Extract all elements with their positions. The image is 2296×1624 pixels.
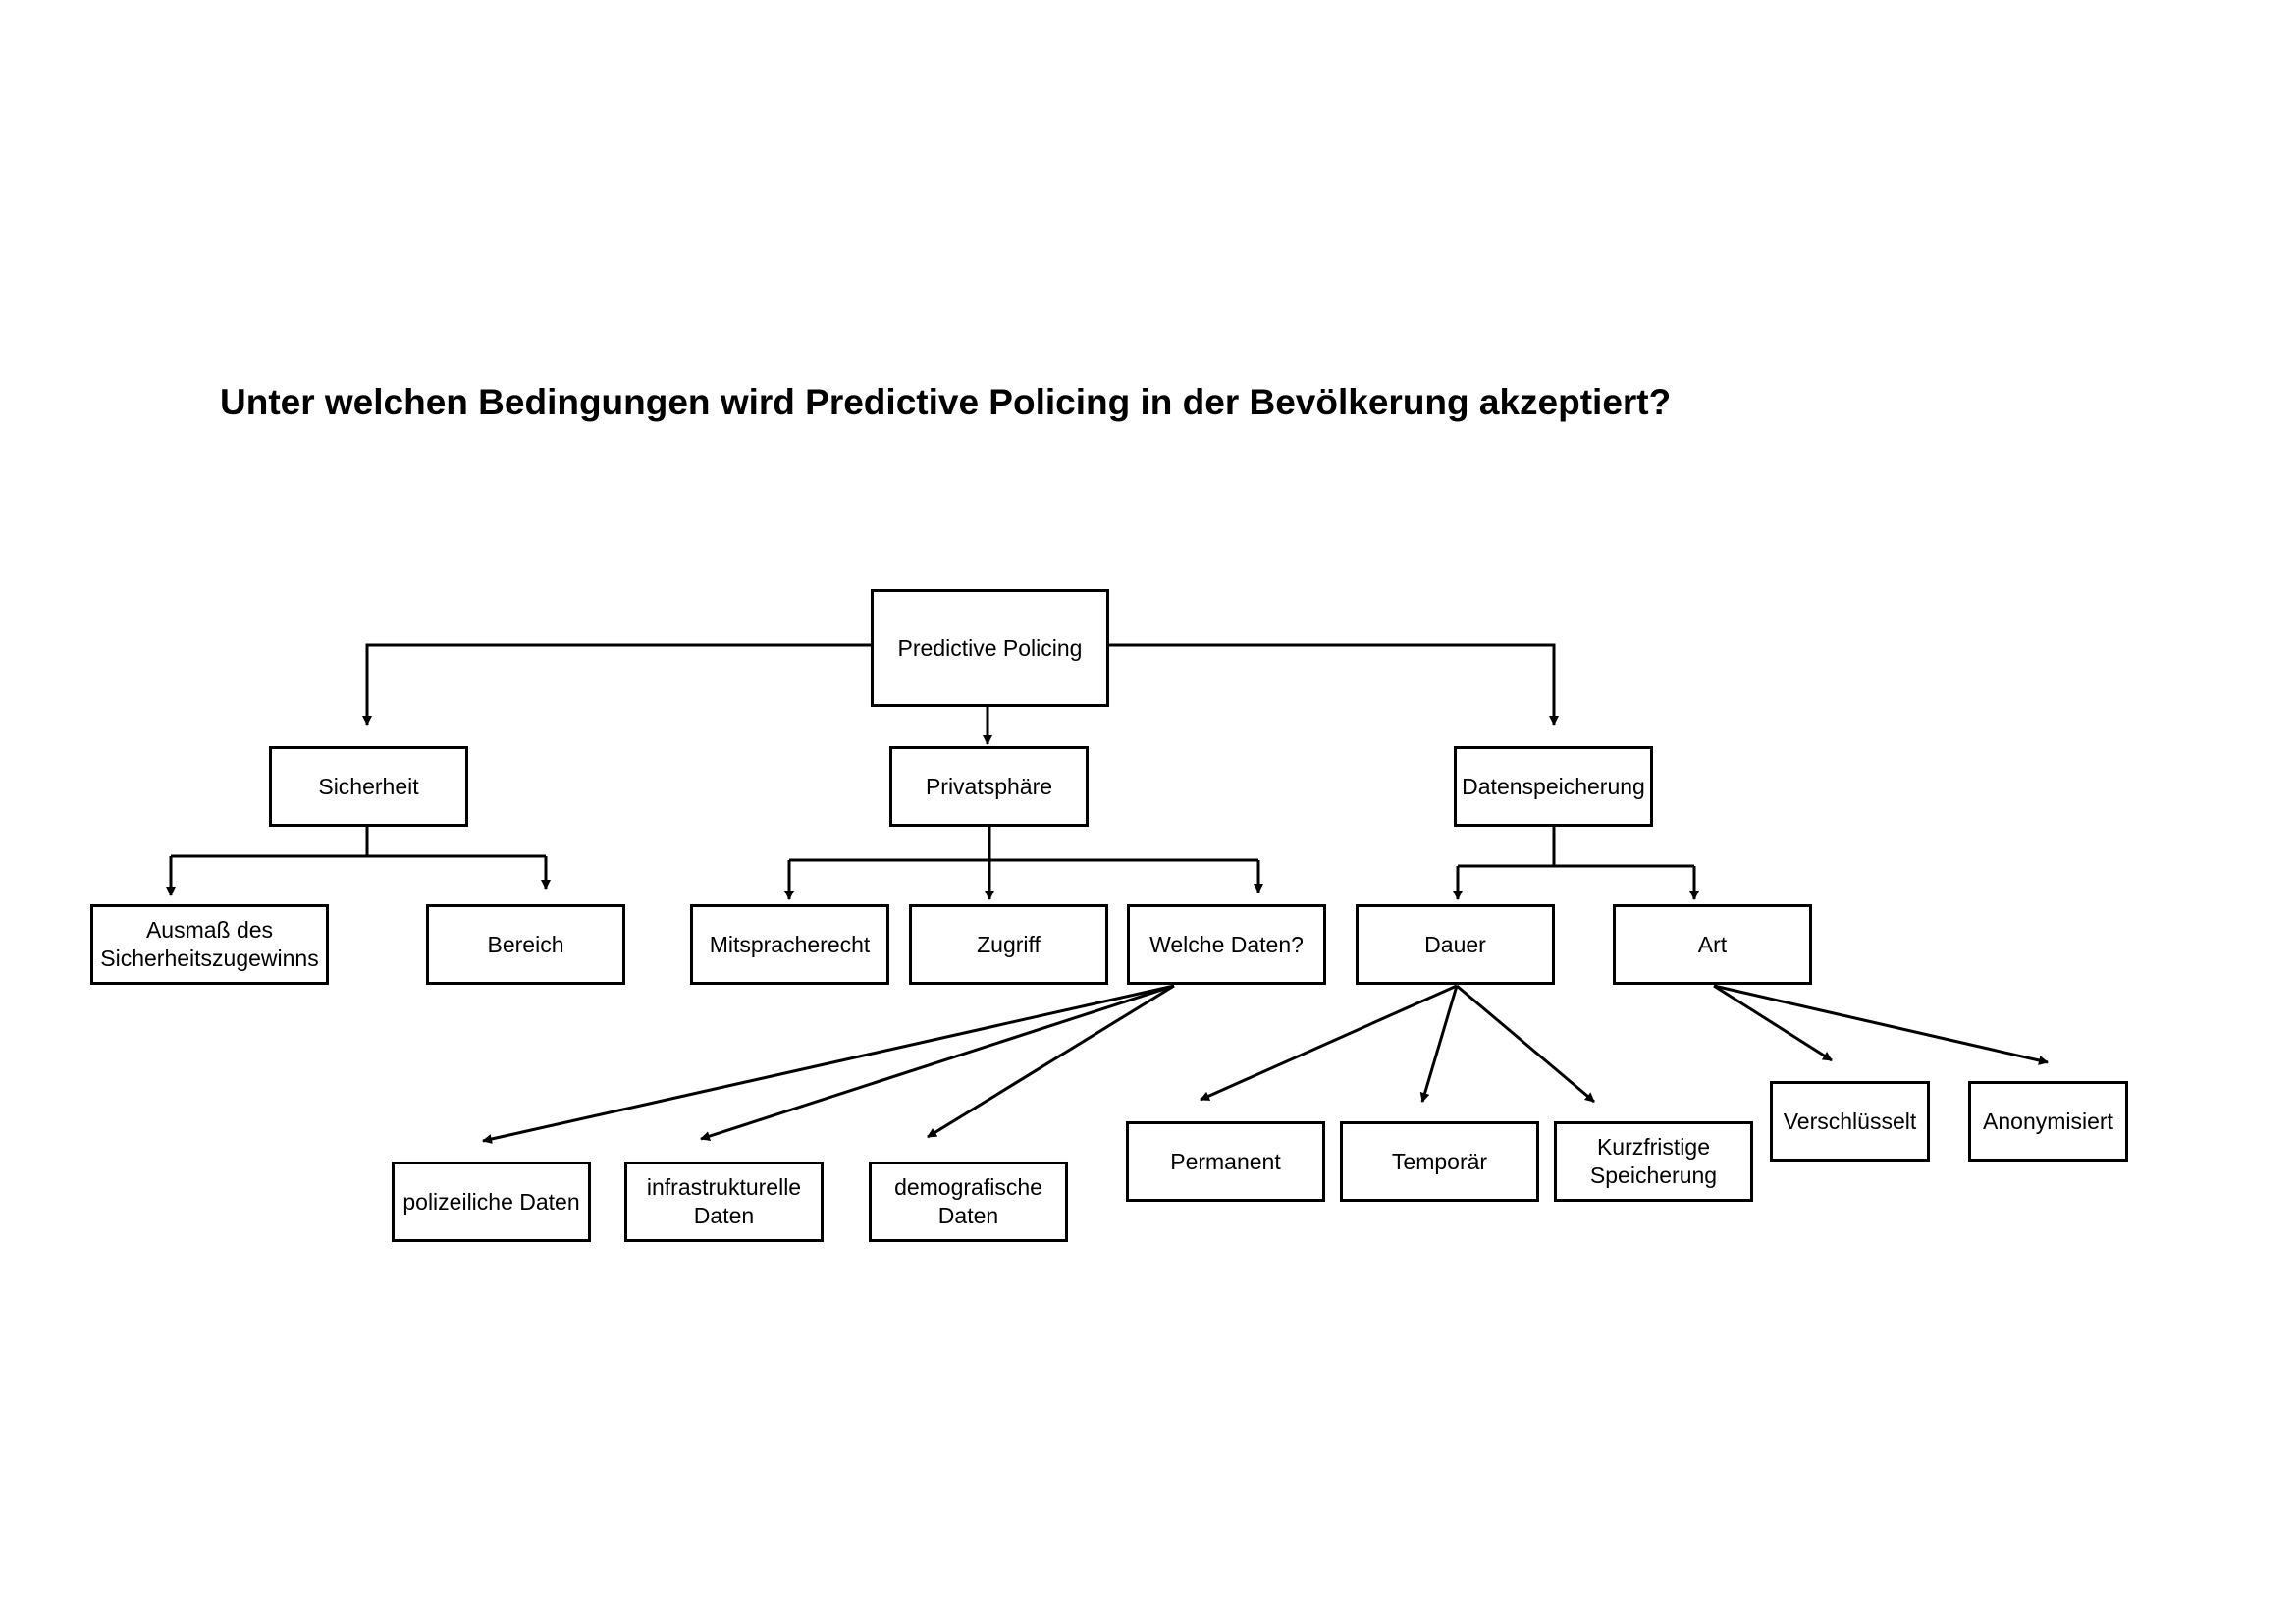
node-label: Permanent [1170, 1148, 1281, 1174]
node-label: Sicherheit [318, 773, 419, 799]
node-label: Temporär [1391, 1148, 1488, 1174]
node-label: Ausmaß des Sicherheitszugewinns [100, 917, 319, 971]
node-label: Privatsphäre [925, 773, 1053, 799]
node-zugriff: Zugriff [909, 904, 1108, 985]
edge-art-anonymisiert [1713, 984, 2049, 1065]
node-mitspracherecht: Mitspracherecht [690, 904, 889, 985]
node-label: polizeiliche Daten [402, 1188, 580, 1215]
node-label: Kurzfristige Speicherung [1589, 1134, 1718, 1188]
node-bereich: Bereich [426, 904, 625, 985]
node-label: demografische Daten [894, 1174, 1042, 1228]
edge-welche-daten-infrastrukturelle [700, 984, 1175, 1141]
diagram-title: Unter welchen Bedingungen wird Predictiv… [220, 382, 1672, 422]
node-sicherheit: Sicherheit [269, 746, 468, 827]
edge-root-sicherheit [362, 643, 871, 726]
node-ausmass: Ausmaß des Sicherheitszugewinns [90, 904, 329, 985]
node-label: infrastrukturelle Daten [646, 1174, 802, 1228]
node-demografische-daten: demografische Daten [869, 1162, 1068, 1242]
node-art: Art [1613, 904, 1812, 985]
node-permanent: Permanent [1126, 1121, 1325, 1202]
node-verschluesselt: Verschlüsselt [1770, 1081, 1930, 1162]
node-label: Mitspracherecht [709, 931, 871, 957]
edge-root-datenspeicherung [1107, 643, 1559, 726]
edge-privatsphaere-split [789, 827, 1258, 862]
edge-dauer-kurzfristig [1456, 984, 1595, 1104]
edge-art-verschluesselt [1713, 984, 1833, 1062]
node-dauer: Dauer [1356, 904, 1555, 985]
node-label: Dauer [1424, 931, 1486, 957]
edge-sicherheit-split [171, 827, 546, 858]
edge-datenspeicherung-split [1458, 827, 1694, 868]
edge-welche-daten-polizeiliche [482, 984, 1175, 1144]
node-welche-daten: Welche Daten? [1127, 904, 1326, 985]
edge-dauer-permanent [1200, 984, 1458, 1102]
node-datenspeicherung: Datenspeicherung [1454, 746, 1653, 827]
node-label: Welche Daten? [1149, 931, 1304, 957]
node-privatsphaere: Privatsphäre [889, 746, 1089, 827]
node-label: Zugriff [977, 931, 1041, 957]
node-label: Bereich [487, 931, 564, 957]
node-polizeiliche-daten: polizeiliche Daten [392, 1162, 591, 1242]
node-label: Verschlüsselt [1783, 1108, 1917, 1134]
node-kurzfristige-speicherung: Kurzfristige Speicherung [1554, 1121, 1753, 1202]
node-label: Art [1697, 931, 1728, 957]
node-temporaer: Temporär [1340, 1121, 1539, 1202]
edge-dauer-temporaer [1419, 985, 1459, 1103]
edge-welche-daten-demografische [927, 984, 1175, 1139]
node-label: Anonymisiert [1983, 1108, 2113, 1134]
node-anonymisiert: Anonymisiert [1968, 1081, 2128, 1162]
node-predictive-policing: Predictive Policing [871, 589, 1109, 707]
node-infrastrukturelle-daten: infrastrukturelle Daten [624, 1162, 824, 1242]
node-label: Datenspeicherung [1462, 773, 1645, 799]
node-label: Predictive Policing [897, 634, 1083, 661]
